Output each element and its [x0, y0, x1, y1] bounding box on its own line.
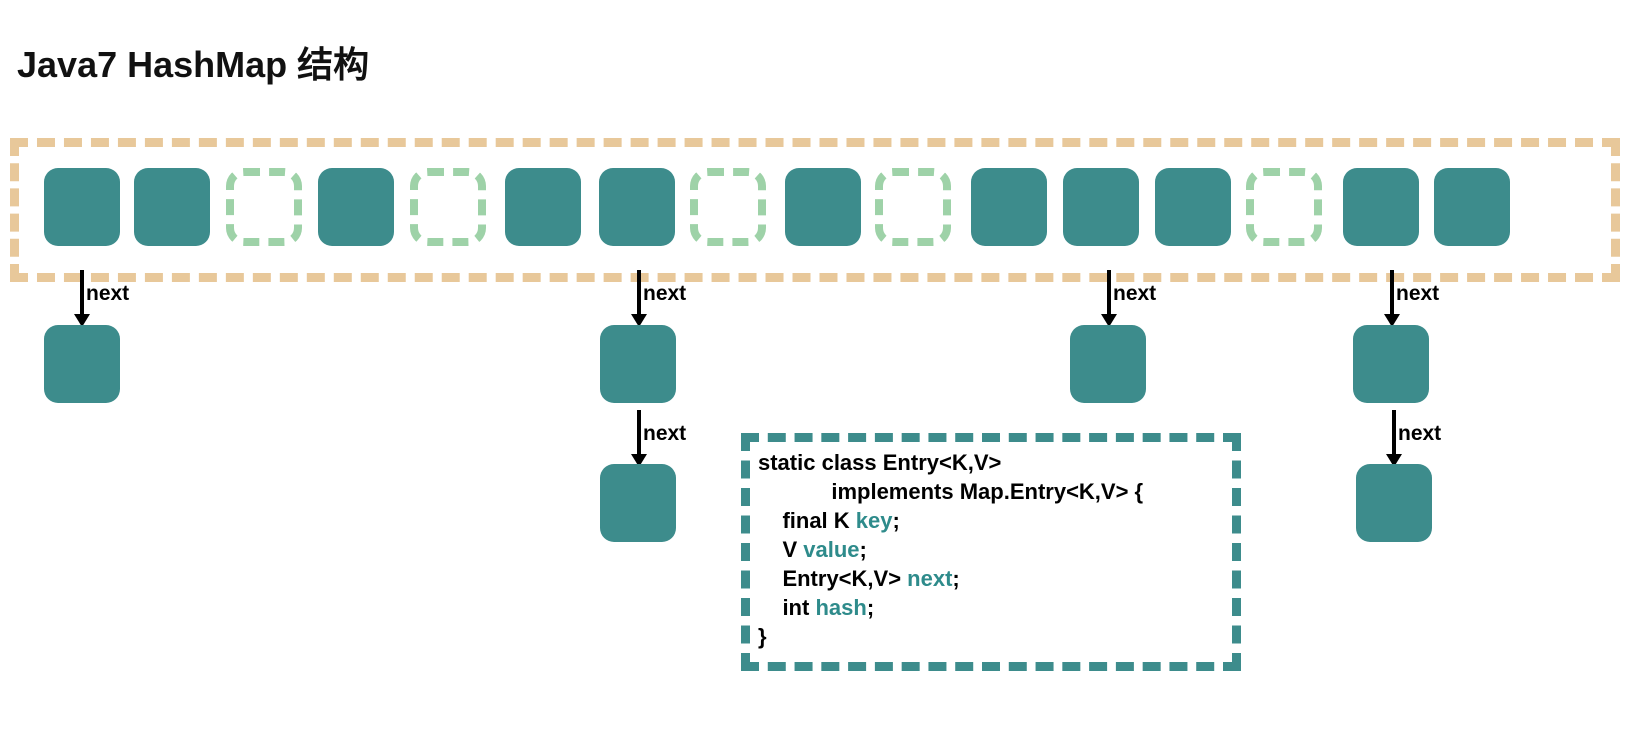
arrow-shaft-icon — [1107, 270, 1111, 314]
page-title: Java7 HashMap 结构 — [17, 44, 370, 85]
arrow-shaft-icon — [80, 270, 84, 314]
code-text: static class Entry<K,V> — [758, 450, 1002, 475]
arrow-shaft-icon — [637, 410, 641, 454]
code-line-1: static class Entry<K,V> — [758, 448, 1143, 477]
bucket-5-filled — [505, 168, 581, 246]
bucket-0-filled — [44, 168, 120, 246]
chain-bucket-0-entry-node-0 — [44, 325, 120, 403]
code-text: ; — [859, 537, 867, 562]
arrow-head-icon — [1384, 314, 1400, 327]
arrow-head-icon — [1386, 454, 1402, 467]
code-text: ; — [866, 595, 875, 620]
arrow-head-icon — [631, 454, 647, 467]
next-pointer-label: next — [643, 422, 687, 445]
arrow-shaft-icon — [637, 270, 641, 314]
code-line-2: implements Map.Entry<K,V> { — [758, 477, 1143, 506]
bucket-11-filled — [1063, 168, 1139, 246]
next-pointer-label: next — [643, 282, 687, 305]
bucket-2-empty — [226, 168, 302, 246]
bucket-7-empty — [690, 168, 766, 246]
code-line-5: Entry<K,V> next; — [758, 564, 1143, 593]
bucket-14-filled — [1343, 168, 1419, 246]
chain-bucket-14-entry-node-1 — [1356, 464, 1432, 542]
code-text: Entry<K,V> — [758, 566, 908, 591]
code-line-6: int hash; — [758, 593, 1143, 622]
code-text: ; — [892, 508, 900, 533]
code-text: ; — [952, 566, 960, 591]
bucket-4-empty — [410, 168, 486, 246]
code-text: final K — [758, 508, 856, 533]
code-text: implements Map.Entry<K,V> { — [758, 479, 1144, 504]
code-field-name: next — [907, 566, 953, 591]
arrow-shaft-icon — [1392, 410, 1396, 454]
code-line-7: } — [758, 622, 1143, 651]
next-pointer-label: next — [1396, 282, 1440, 305]
entry-class-code-lines: static class Entry<K,V> implements Map.E… — [758, 448, 1143, 651]
bucket-15-filled — [1434, 168, 1510, 246]
bucket-12-filled — [1155, 168, 1231, 246]
code-text: int — [758, 595, 816, 620]
chain-bucket-11-entry-node-0 — [1070, 325, 1146, 403]
code-line-4: V value; — [758, 535, 1143, 564]
arrow-head-icon — [74, 314, 90, 327]
code-text: V — [758, 537, 804, 562]
entry-class-code-box: static class Entry<K,V> implements Map.E… — [741, 433, 1241, 671]
bucket-3-filled — [318, 168, 394, 246]
chain-bucket-6-entry-node-1 — [600, 464, 676, 542]
chain-bucket-6-entry-node-0 — [600, 325, 676, 403]
arrow-head-icon — [1101, 314, 1117, 327]
bucket-10-filled — [971, 168, 1047, 246]
bucket-13-empty — [1246, 168, 1322, 246]
code-field-name: value — [803, 537, 860, 562]
arrow-shaft-icon — [1390, 270, 1394, 314]
bucket-1-filled — [134, 168, 210, 246]
bucket-8-filled — [785, 168, 861, 246]
arrow-head-icon — [631, 314, 647, 327]
code-line-3: final K key; — [758, 506, 1143, 535]
next-pointer-label: next — [86, 282, 130, 305]
next-pointer-label: next — [1398, 422, 1442, 445]
chain-bucket-14-entry-node-0 — [1353, 325, 1429, 403]
bucket-6-filled — [599, 168, 675, 246]
bucket-9-empty — [875, 168, 951, 246]
code-field-name: hash — [815, 595, 867, 620]
next-pointer-label: next — [1113, 282, 1157, 305]
code-text: } — [758, 624, 767, 649]
code-field-name: key — [855, 508, 893, 533]
hashmap-table-array — [10, 138, 1620, 282]
